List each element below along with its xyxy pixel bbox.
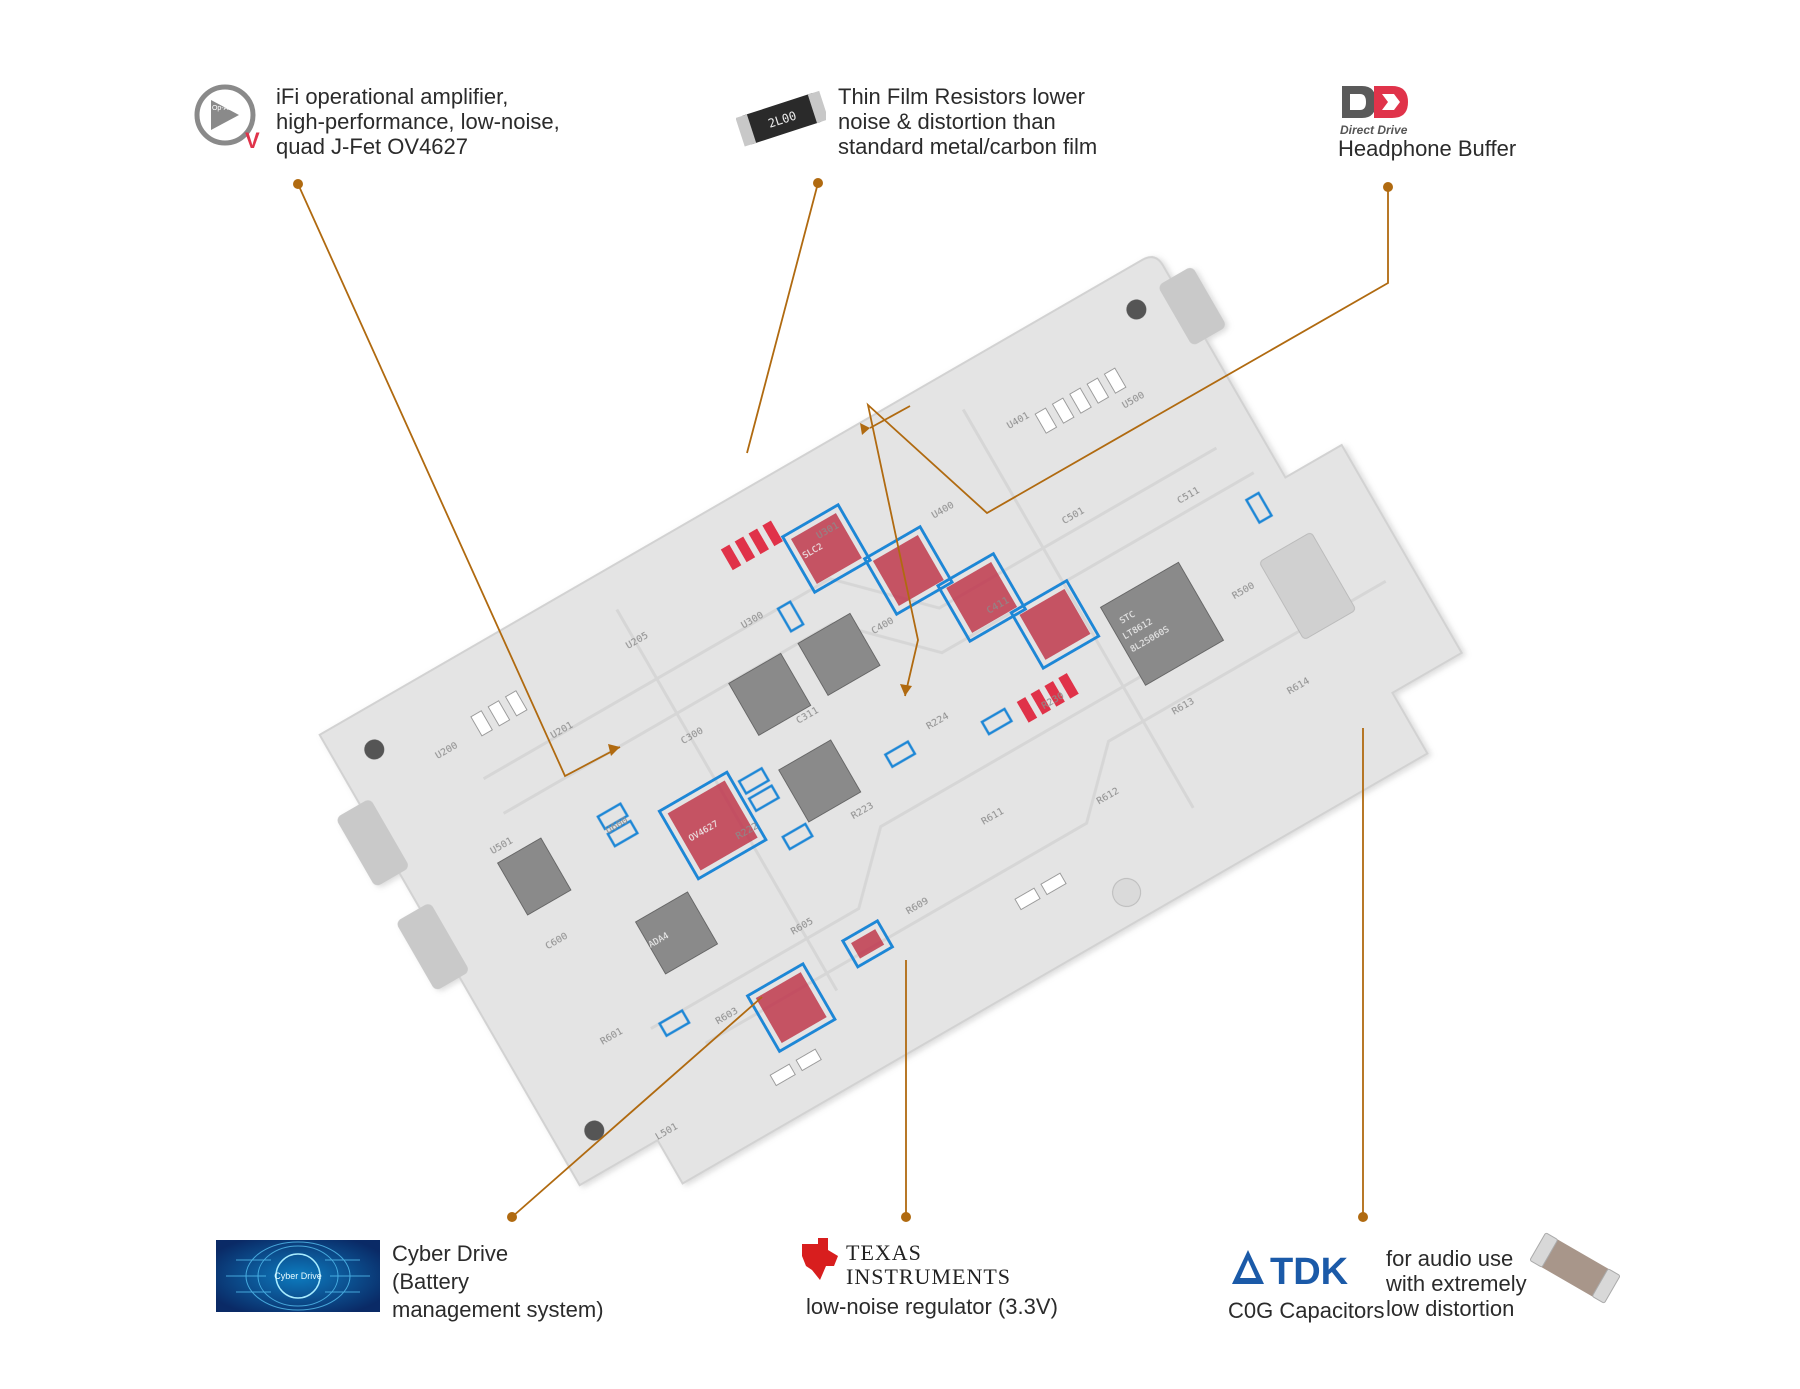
callout-cyber-drive-line-2: (Battery — [392, 1269, 470, 1294]
callout-opamp-line-3: quad J-Fet OV4627 — [276, 134, 469, 159]
ti-logo-line-2: Instruments — [846, 1264, 1011, 1289]
tdk-logo: TDK — [1228, 1246, 1378, 1293]
c0g-capacitor-icon — [1529, 1230, 1621, 1306]
callout-resistors-line-3: standard metal/carbon film — [838, 134, 1098, 159]
usb-port — [1260, 532, 1356, 639]
callout-tdk-line-1: for audio use — [1386, 1246, 1514, 1271]
callout-direct-drive-line-1: Headphone Buffer — [1338, 136, 1517, 161]
cyber-drive-badge: Cyber Drive — [216, 1240, 380, 1312]
callout-resistors-line-1: Thin Film Resistors lower — [838, 84, 1085, 109]
callout-cyber-drive-line-1: Cyber Drive — [392, 1241, 509, 1266]
callout-tdk-line-3: low distortion — [1386, 1296, 1515, 1321]
tdk-logo-text: TDK — [1270, 1251, 1349, 1292]
callout-opamp-line-2: high-performance, low-noise, — [276, 109, 560, 134]
callout-direct-drive: Headphone Buffer — [1338, 136, 1516, 161]
cyber-drive-badge-text: Cyber Drive — [274, 1271, 322, 1281]
left-jack — [337, 800, 408, 886]
right-jack — [1159, 268, 1225, 345]
callout-tdk-label: C0G Capacitors — [1228, 1298, 1385, 1323]
leader-resistors — [746, 182, 819, 454]
callout-opamp: iFi operational amplifier, high-performa… — [276, 84, 560, 159]
ti-logo-line-1: Texas — [846, 1240, 922, 1265]
callout-opamp-line-1: iFi operational amplifier, — [276, 84, 509, 109]
callout-cyber-drive-line-3: management system) — [392, 1297, 604, 1322]
callout-resistors: Thin Film Resistors lower noise & distor… — [838, 84, 1097, 159]
op-amp-icon: Op-Amp V — [193, 82, 261, 153]
leader-opamp — [297, 183, 621, 778]
leader-direct-drive — [866, 187, 1389, 697]
op-amp-icon-mark: V — [245, 128, 260, 152]
callout-cyber-drive: Cyber Drive (Battery management system) — [392, 1240, 604, 1324]
callout-ti-line-1: low-noise regulator (3.3V) — [806, 1294, 1058, 1319]
leader-direct-drive-top — [869, 405, 911, 429]
left-jack-2 — [397, 904, 468, 990]
callout-resistors-line-2: noise & distortion than — [838, 109, 1056, 134]
direct-drive-logo-text: Direct Drive — [1340, 123, 1408, 137]
board-outline — [318, 256, 1464, 1187]
resistor-chip-icon: 2L00 — [735, 90, 829, 148]
direct-drive-logo: Direct Drive — [1336, 80, 1416, 140]
callout-tdk: for audio use with extremely low distort… — [1386, 1246, 1527, 1321]
texas-instruments-logo: Texas Instruments — [798, 1236, 1048, 1292]
leader-cyber-drive — [511, 996, 763, 1218]
ti-state-shape-icon — [802, 1238, 838, 1280]
callout-tdk-label-text: C0G Capacitors — [1228, 1298, 1385, 1323]
callout-tdk-line-2: with extremely — [1386, 1271, 1527, 1296]
op-amp-icon-text: Op-Amp — [212, 105, 238, 112]
callout-ti: low-noise regulator (3.3V) — [806, 1294, 1058, 1319]
